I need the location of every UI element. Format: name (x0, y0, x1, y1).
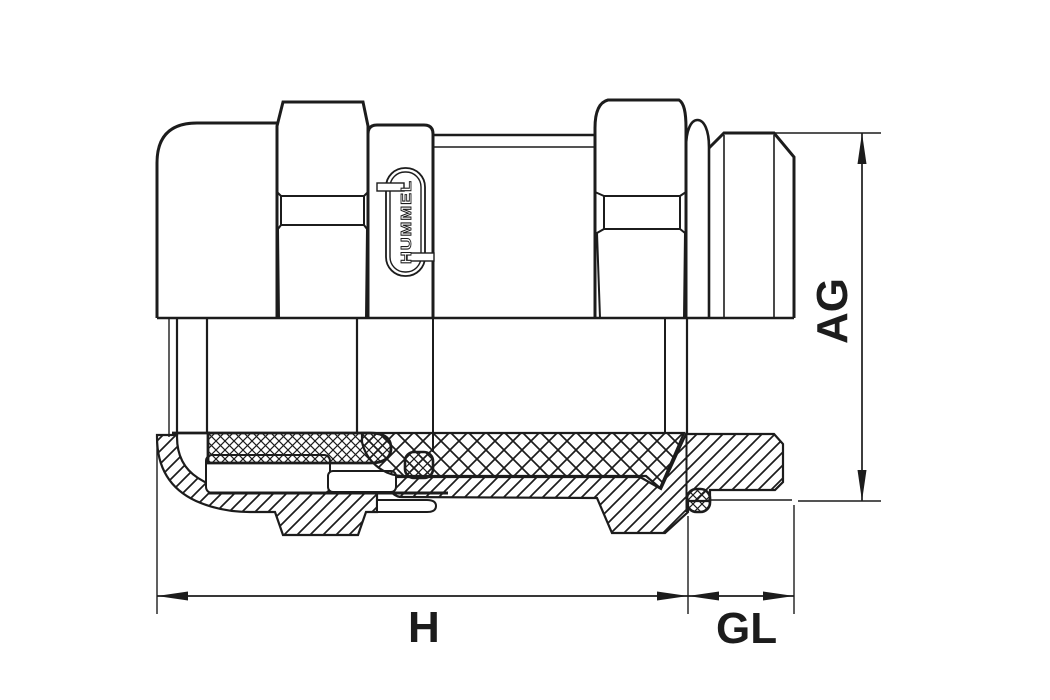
cable-seal-section (206, 431, 393, 465)
arrowhead (157, 591, 188, 601)
outer-o-ring (685, 487, 712, 514)
dim-label-ag: AG (808, 278, 857, 344)
arrowhead (763, 591, 794, 601)
clamping-cage (205, 454, 438, 513)
hummel-logo: HUMMEL (376, 167, 435, 277)
cap-nut-section (155, 433, 379, 537)
inner-o-ring (403, 450, 435, 480)
arrowhead (688, 591, 719, 601)
arrowhead (657, 591, 688, 601)
logo-top-bar (376, 182, 405, 192)
section-internal-edges (168, 318, 689, 452)
middle-tube (433, 133, 595, 148)
cage-lip (376, 499, 438, 513)
dimension-ag (774, 132, 881, 502)
male-thread (707, 131, 796, 318)
arrowhead (857, 470, 867, 501)
logo-panel (366, 123, 435, 318)
cap-nut-outline (155, 100, 370, 319)
dim-label-h: H (408, 603, 440, 652)
arrowhead (857, 133, 867, 164)
logo-bottom-bar (406, 252, 435, 262)
dimension-h (156, 437, 689, 614)
dim-label-gl: GL (716, 604, 778, 653)
logo-text: HUMMEL (398, 180, 415, 264)
o-ring-seat (684, 118, 711, 318)
body-hex (593, 98, 688, 319)
dimension-gl (688, 505, 795, 614)
